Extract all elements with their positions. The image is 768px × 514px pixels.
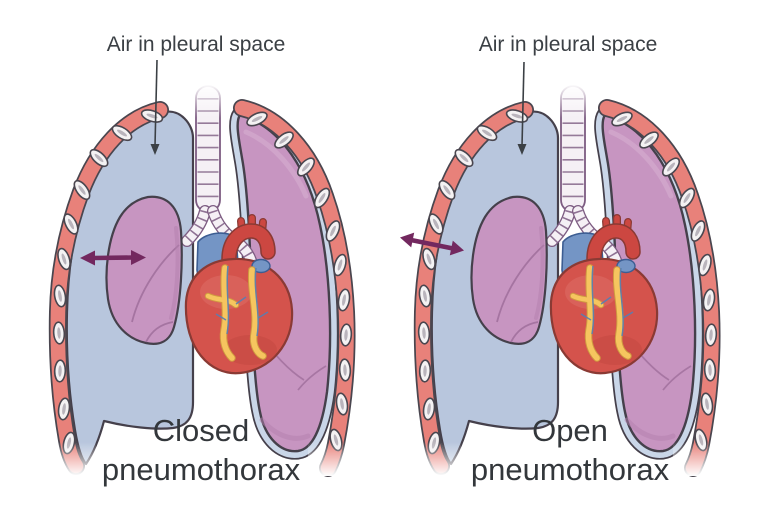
air-movement-arrow bbox=[80, 250, 146, 266]
closed-pneumothorax-panel: Air in pleural space Closed pneumothorax bbox=[0, 33, 384, 487]
annotation-label: Air in pleural space bbox=[107, 33, 286, 56]
caption-line2: pneumothorax bbox=[102, 452, 301, 487]
caption-line2: pneumothorax bbox=[471, 452, 670, 487]
annotation-pointer-arrow bbox=[517, 61, 527, 155]
annotation-label: Air in pleural space bbox=[479, 33, 658, 56]
annotation-pointer-arrow bbox=[150, 59, 160, 155]
caption-line1: Open bbox=[532, 413, 608, 448]
caption-line1: Closed bbox=[153, 413, 250, 448]
air-movement-arrow bbox=[400, 232, 464, 256]
open-pneumothorax-panel: Air in pleural space Open pneumothorax bbox=[384, 0, 768, 514]
